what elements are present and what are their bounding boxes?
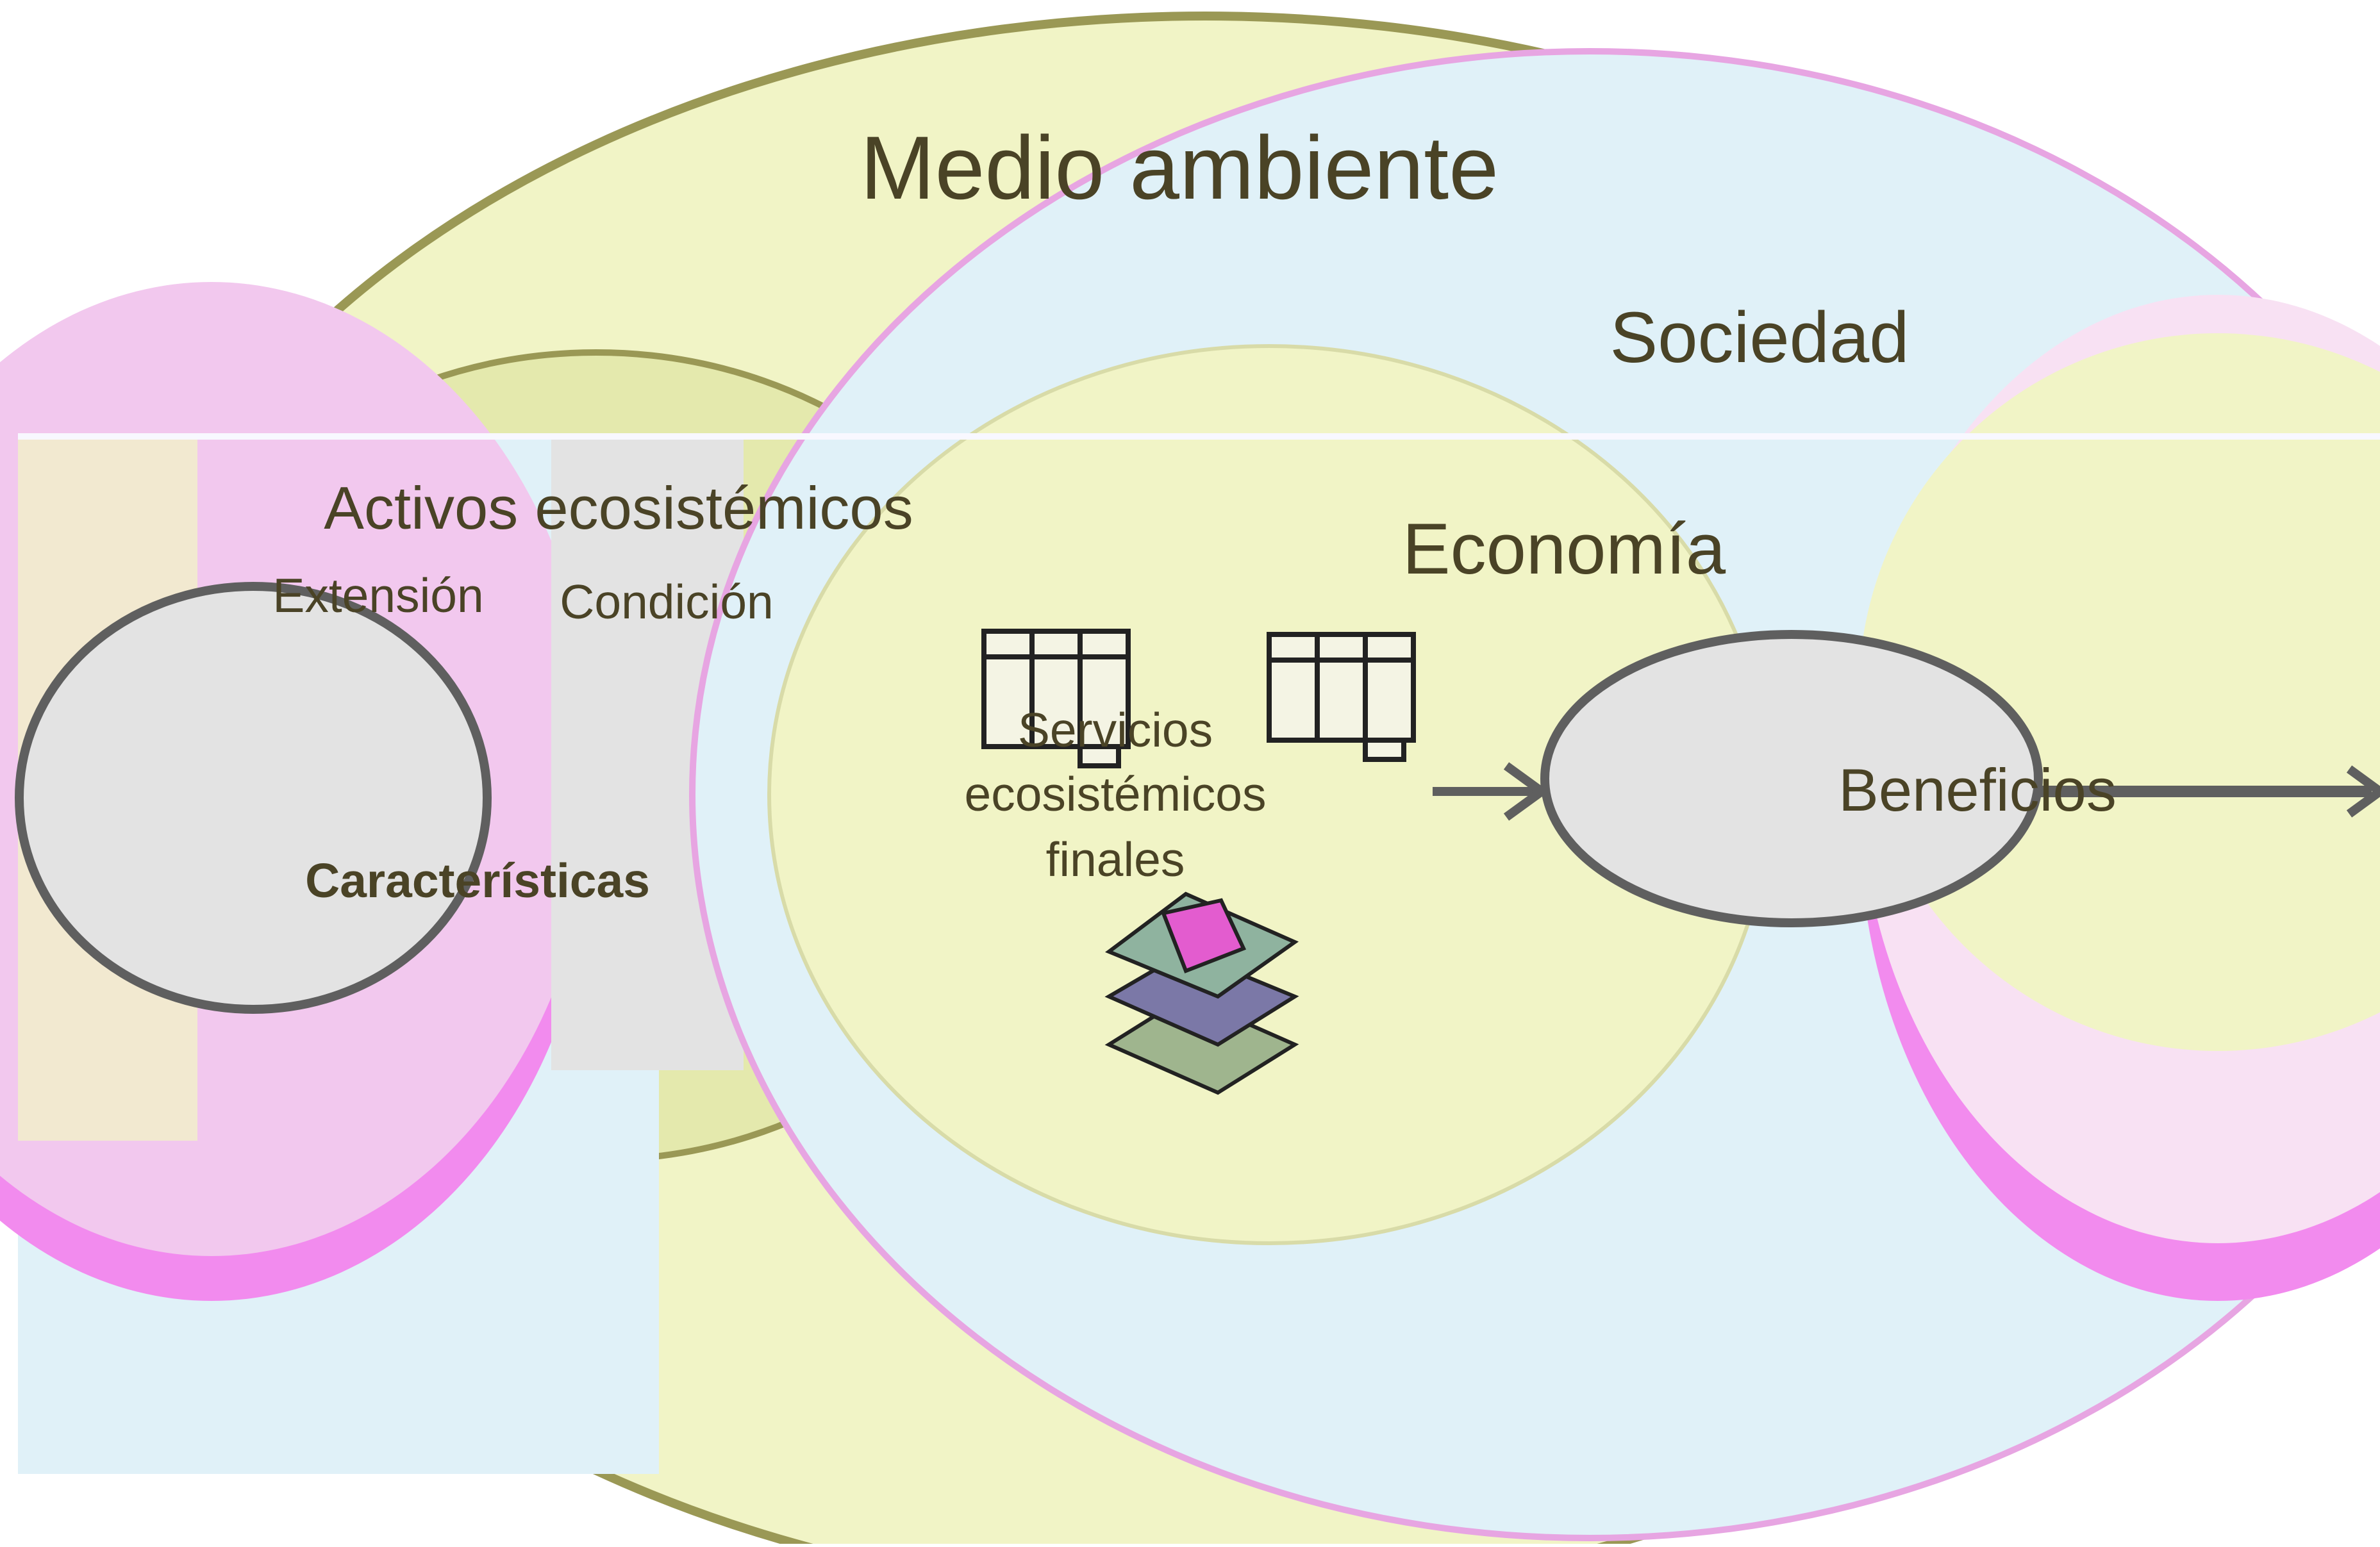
environment-title: Medio ambiente: [860, 117, 1499, 218]
services-to-benefits-arrow: [1433, 762, 1549, 821]
final-services-line1: Servicios: [1018, 703, 1213, 757]
characteristics-label: Características: [305, 854, 650, 907]
table-icon: [981, 629, 1131, 768]
extent-label: Extensión: [272, 568, 483, 622]
society-title: Sociedad: [1610, 297, 1909, 377]
map-layers-icon: [1104, 891, 1299, 1095]
final-services-line3: finales: [1046, 832, 1185, 886]
characteristics-ellipse: [15, 582, 492, 1014]
economy-title: Economía: [1402, 509, 1726, 589]
assets-title: Activos ecosistémicos: [324, 474, 913, 542]
condition-label: Condición: [560, 575, 774, 629]
benefits-ellipse: [1540, 630, 2043, 927]
table-icon: [1267, 632, 1416, 762]
final-services-line2: ecosistémicos: [965, 767, 1267, 821]
benefits-label: Beneficios: [1838, 756, 2117, 823]
benefits-out-arrow: [2038, 765, 2380, 818]
